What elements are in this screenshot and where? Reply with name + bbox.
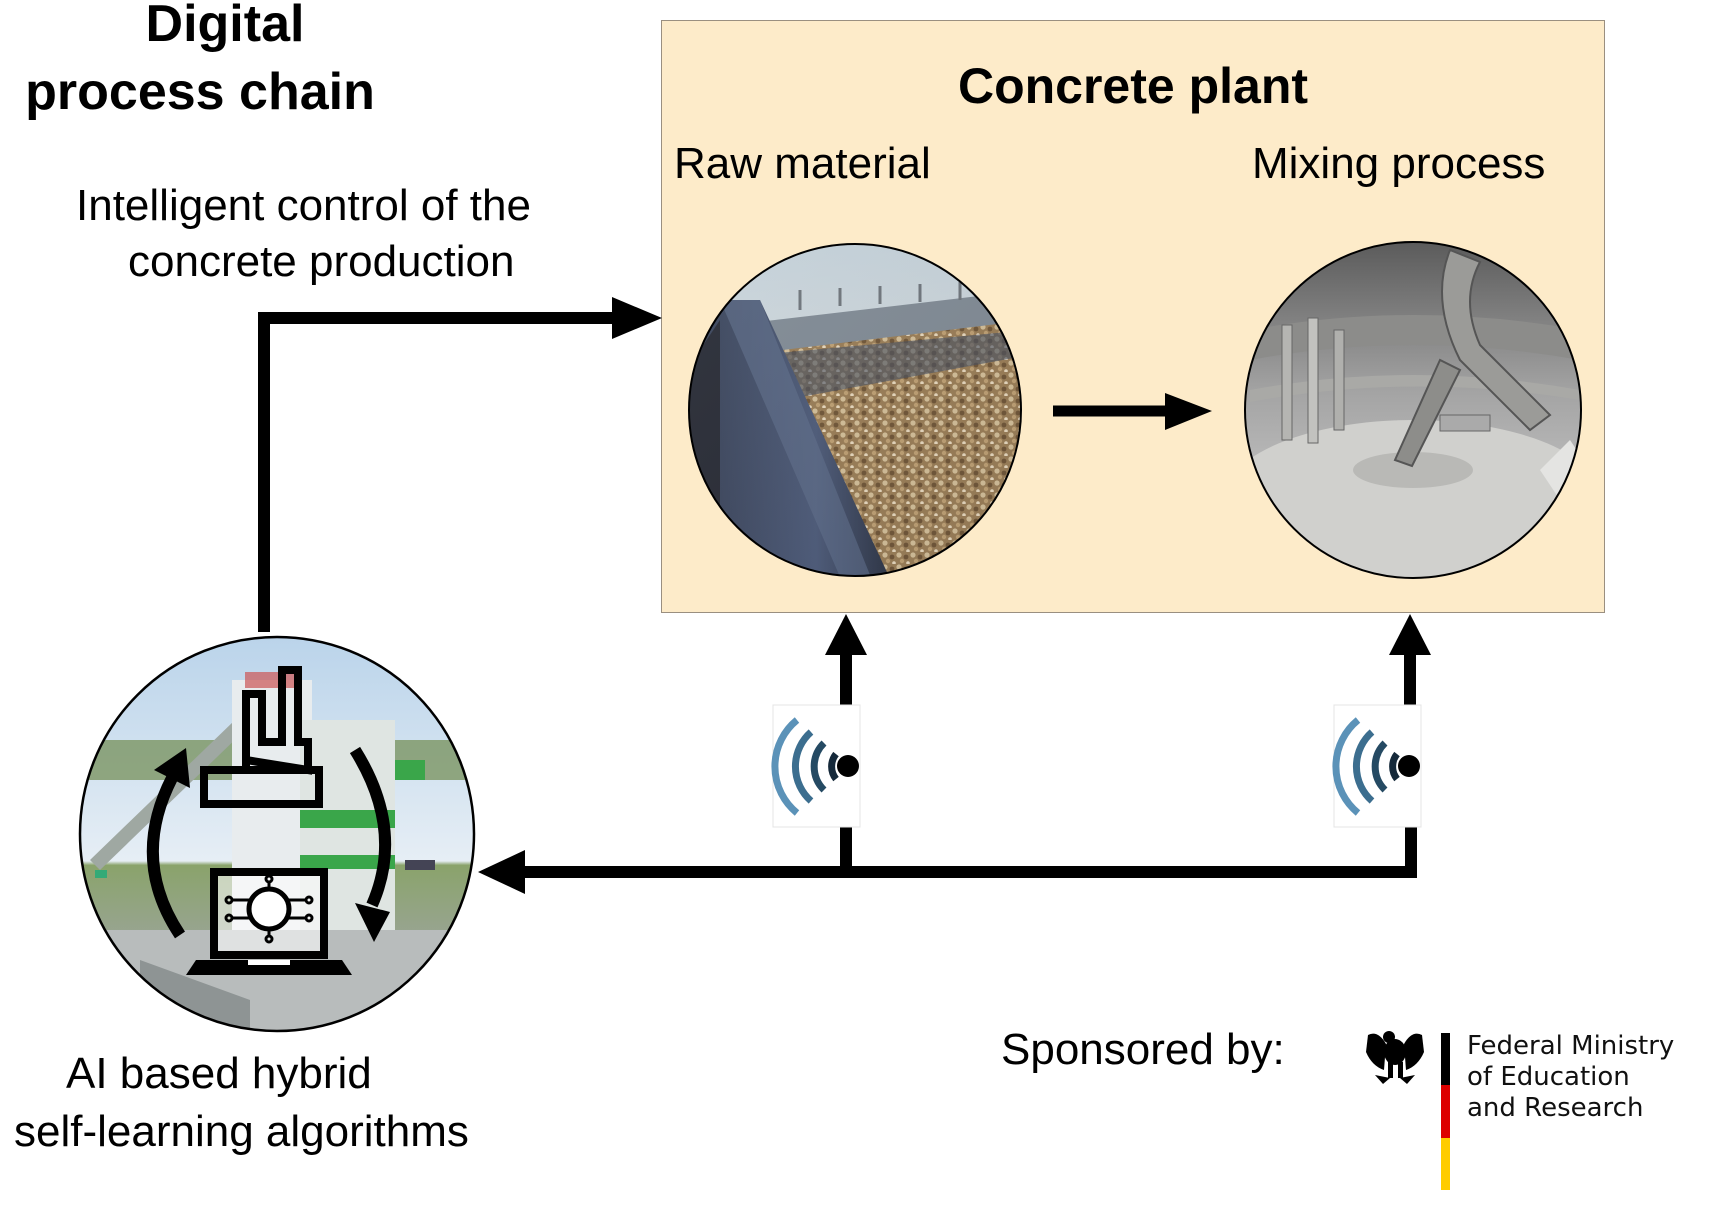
mixing-process-photo — [1244, 241, 1582, 579]
ministry-name-line2: of Education — [1467, 1062, 1630, 1092]
wireless-sensor-icon — [1332, 704, 1422, 828]
federal-ministry-logo — [1441, 1033, 1450, 1190]
control-arrow — [258, 297, 662, 632]
factory-icon — [200, 666, 323, 808]
ai-label-line1: AI based hybrid — [66, 1049, 372, 1098]
raw-material-photo — [688, 243, 1022, 577]
flag-stripe-red — [1441, 1085, 1450, 1138]
laptop-chip-icon — [186, 868, 352, 975]
ai-circle-photo — [78, 635, 476, 1033]
control-label-line2: concrete production — [128, 237, 515, 286]
sponsored-by-label: Sponsored by: — [1001, 1025, 1285, 1074]
raw-material-label: Raw material — [674, 139, 931, 188]
federal-eagle-icon — [1366, 1031, 1424, 1084]
sensor-feedback-arrows — [478, 614, 1431, 894]
diagram-title-line1: Digital — [145, 0, 305, 53]
wireless-sensor-icon — [771, 704, 861, 828]
cycle-arrows-icon — [146, 746, 392, 942]
ai-label-line2: self-learning algorithms — [14, 1107, 469, 1156]
ministry-name-line1: Federal Ministry — [1467, 1031, 1675, 1061]
control-label-line1: Intelligent control of the — [76, 181, 531, 230]
flag-stripe-gold — [1441, 1138, 1450, 1190]
ministry-name-line3: and Research — [1467, 1093, 1644, 1123]
process-flow-arrow — [1053, 393, 1212, 430]
plant-title: Concrete plant — [957, 58, 1309, 114]
flag-stripe-black — [1441, 1033, 1450, 1085]
diagram-title-line2: process chain — [25, 63, 375, 121]
mixing-process-label: Mixing process — [1252, 139, 1546, 188]
